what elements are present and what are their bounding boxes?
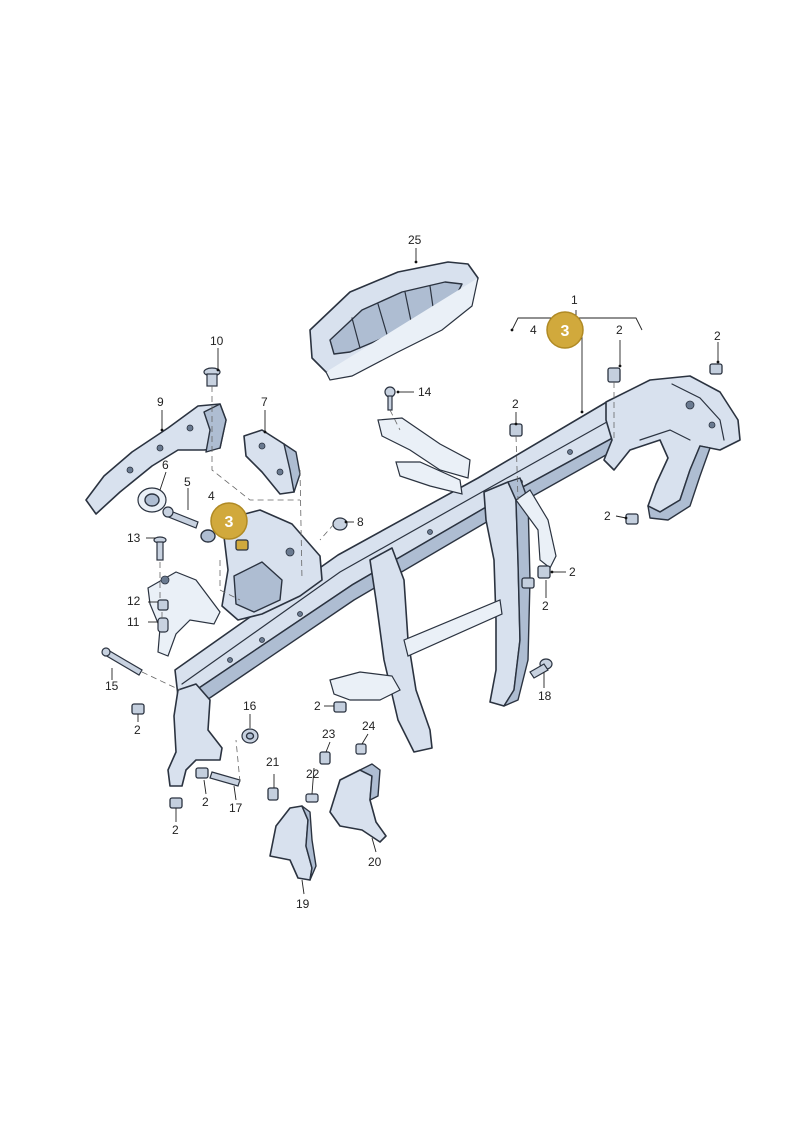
label-2: 2 xyxy=(512,397,519,411)
label-23: 23 xyxy=(322,727,336,741)
label-11: 11 xyxy=(127,615,140,629)
part-25-storage-tray[interactable] xyxy=(309,261,479,381)
label-2: 2 xyxy=(714,329,721,343)
label-9: 9 xyxy=(157,395,164,409)
label-2: 2 xyxy=(542,599,549,613)
label-2: 2 xyxy=(569,565,576,579)
label-2: 2 xyxy=(202,795,209,809)
assembly-guide-lines xyxy=(141,382,615,783)
part-16-nut[interactable] xyxy=(241,728,259,744)
fasteners xyxy=(101,363,723,809)
part-21-clip[interactable] xyxy=(267,787,279,801)
badge-3-upper-text: 3 xyxy=(561,323,570,340)
label-2: 2 xyxy=(314,699,321,713)
part-5-bolt[interactable] xyxy=(162,506,199,529)
part-15-long-bolt[interactable] xyxy=(101,647,143,676)
label-1: 1 xyxy=(571,293,578,307)
part-8-nut[interactable] xyxy=(332,517,348,531)
label-5: 5 xyxy=(184,475,191,489)
label-10: 10 xyxy=(210,334,224,348)
badge-3-lower-text: 3 xyxy=(225,514,234,531)
label-25: 25 xyxy=(408,233,422,247)
label-2: 2 xyxy=(134,723,141,737)
part-14-bolt[interactable] xyxy=(384,386,396,411)
label-18: 18 xyxy=(538,689,552,703)
label-20: 20 xyxy=(368,855,382,869)
badge-3-lower: 3 xyxy=(210,502,248,540)
label-2: 2 xyxy=(604,509,611,523)
part-13-screw[interactable] xyxy=(153,536,167,561)
label-17: 17 xyxy=(229,801,243,815)
label-12: 12 xyxy=(127,594,141,608)
badge-3-upper: 3 xyxy=(546,311,584,349)
label-24: 24 xyxy=(362,719,376,733)
part-7-small-bracket[interactable] xyxy=(243,429,301,495)
label-19: 19 xyxy=(296,897,310,911)
part-6-grommet[interactable] xyxy=(137,487,167,513)
part-19-lower-bracket[interactable] xyxy=(269,805,317,881)
part-20-lower-bracket[interactable] xyxy=(329,763,387,843)
label-13: 13 xyxy=(127,531,141,545)
label-21: 21 xyxy=(266,755,280,769)
part-1-crossmember-beam[interactable] xyxy=(147,375,741,787)
part-9-side-bracket[interactable] xyxy=(85,403,227,515)
label-22: 22 xyxy=(306,767,320,781)
label-7: 7 xyxy=(261,395,268,409)
label-4: 4 xyxy=(530,323,537,337)
part-11-bolt[interactable] xyxy=(157,617,169,633)
part-22-bolt[interactable] xyxy=(305,793,319,803)
label-16: 16 xyxy=(243,699,257,713)
label-6: 6 xyxy=(162,458,169,472)
part-24-bolt[interactable] xyxy=(355,743,367,755)
label-2: 2 xyxy=(616,323,623,337)
part-number-labels: 1 4 2 2 25 10 9 7 14 2 6 5 4 8 13 2 2 2 … xyxy=(105,233,721,911)
part-23-clip[interactable] xyxy=(319,751,331,765)
part-17-screw[interactable] xyxy=(209,771,241,787)
label-4: 4 xyxy=(208,489,215,503)
part-18-bolt[interactable] xyxy=(529,658,553,679)
label-2: 2 xyxy=(172,823,179,837)
label-14: 14 xyxy=(418,385,432,399)
label-8: 8 xyxy=(357,515,364,529)
label-15: 15 xyxy=(105,679,119,693)
part-12-clip[interactable] xyxy=(157,599,169,611)
part-4-nut[interactable] xyxy=(200,529,216,543)
